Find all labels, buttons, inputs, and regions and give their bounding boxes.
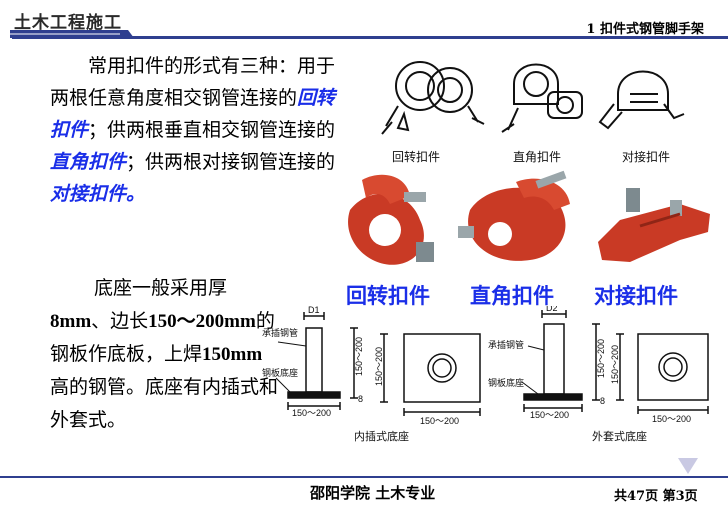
- outer-plate-label: 钢板底座: [488, 377, 524, 388]
- outer-height-dim: 150～200: [596, 339, 606, 378]
- inner-d-label: D1: [308, 306, 320, 315]
- value-height: 150mm: [202, 344, 263, 365]
- outer-d-label: D2: [546, 306, 558, 313]
- logo-text: 土木工程施工: [14, 13, 122, 33]
- outer-width-dim: 150～200: [530, 410, 569, 420]
- inner-base-elevation: [275, 312, 358, 410]
- paragraph-text: 的钢板作底板，上焊: [50, 310, 275, 365]
- fastener-photos: [348, 170, 710, 265]
- paragraph-text: ；供两根垂直相交钢管连接的: [88, 119, 336, 141]
- swivel-fastener-photo: [348, 174, 434, 265]
- outer-base-plan: [616, 333, 709, 414]
- inner-plan-dim-h: 150～200: [420, 416, 459, 426]
- paragraph-text: ；供两根对接钢管连接的: [126, 151, 336, 173]
- header-rule: [12, 36, 728, 39]
- line-caption-swivel: 回转扣件: [392, 150, 441, 164]
- outer-plan-dim-h: 150～200: [652, 414, 691, 424]
- line-caption-butt: 对接扣件: [622, 150, 671, 164]
- inner-thickness-dim: 8: [358, 394, 363, 404]
- swivel-fastener-drawing: [381, 61, 485, 135]
- next-page-arrow-icon[interactable]: [676, 456, 700, 476]
- page-counter: 共47页 第3页: [614, 489, 698, 504]
- outer-thickness-dim: 8: [600, 396, 605, 406]
- fastener-paragraph: 常用扣件的形式有三种：用于两根任意角度相交钢管连接的回转扣件；供两根垂直相交钢管…: [50, 50, 340, 210]
- inner-height-dim: 150～200: [354, 337, 364, 376]
- butt-fastener-photo: [598, 188, 710, 262]
- keyword-butt: 对接扣件: [50, 183, 127, 205]
- outer-base-elevation: [521, 310, 600, 412]
- outer-base-title: 外套式底座: [592, 429, 647, 443]
- line-caption-right-angle: 直角扣件: [513, 150, 562, 164]
- keyword-swivel: 回转扣件: [50, 87, 336, 141]
- photo-caption-right-angle: 直角扣件: [470, 284, 554, 308]
- right-angle-fastener-photo: [458, 170, 570, 261]
- paragraph-text: 常用扣件的形式有三种：用于两根任意角度相交钢管连接的: [50, 55, 336, 109]
- footer-school: 邵阳学院 土木专业: [310, 484, 436, 502]
- footer-rule: [0, 476, 728, 478]
- paragraph-text: 高的钢管。底座有内插式和外套式。: [50, 376, 279, 431]
- keyword-right-angle: 直角扣件: [50, 151, 127, 173]
- inner-width-dim: 150～200: [292, 408, 331, 418]
- photo-caption-butt: 对接扣件: [594, 284, 678, 308]
- photo-caption-swivel: 回转扣件: [346, 284, 430, 308]
- base-diagrams: D1 承插钢管 钢板底座 150～200 8 150～200 150～200 1…: [262, 306, 709, 443]
- base-paragraph: 底座一般采用厚8mm、边长150～200mm的钢板作底板，上焊150mm 高的钢管…: [50, 272, 280, 437]
- value-side: 150～200mm: [148, 311, 256, 332]
- right-angle-fastener-drawing: [501, 63, 583, 133]
- paragraph-text: 。: [126, 183, 146, 205]
- outer-plan-dim-v: 150～200: [610, 345, 620, 384]
- paragraph-text: 底座一般采用厚: [94, 277, 228, 299]
- inner-tube-label: 承插钢管: [262, 327, 298, 338]
- fastener-line-drawings: [381, 61, 685, 135]
- inner-base-plan: [380, 333, 481, 416]
- chapter-title: 1 扣件式钢管脚手架: [586, 22, 704, 37]
- outer-tube-label: 承插钢管: [488, 339, 524, 350]
- inner-plan-dim-v: 150～200: [374, 347, 384, 386]
- paragraph-text: 、边长: [91, 310, 149, 332]
- inner-base-title: 内插式底座: [354, 429, 409, 443]
- butt-fastener-drawing: [598, 70, 685, 130]
- inner-plate-label: 钢板底座: [262, 367, 298, 378]
- value-8mm: 8mm: [50, 311, 92, 332]
